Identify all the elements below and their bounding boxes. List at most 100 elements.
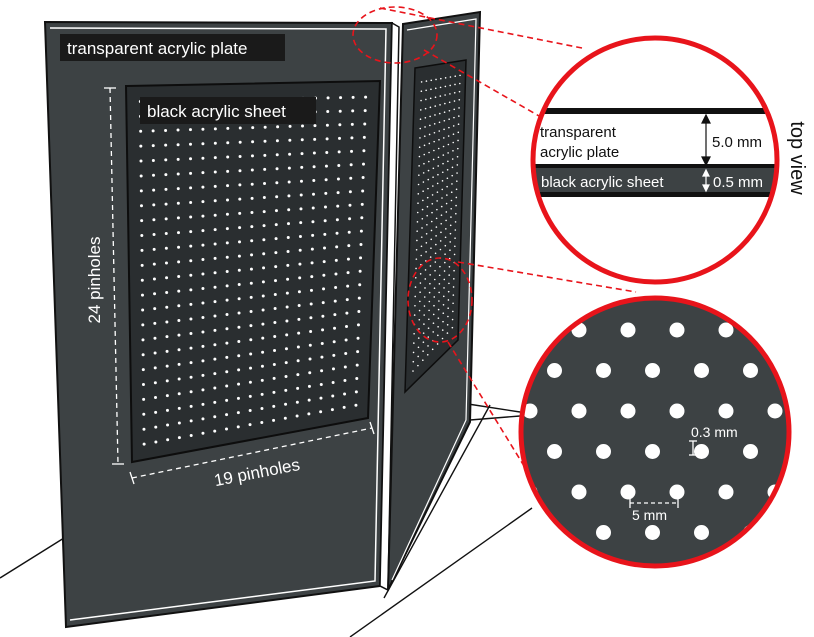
pinhole — [437, 308, 440, 311]
pinhole — [262, 252, 266, 256]
pinhole — [436, 182, 439, 185]
pinhole — [238, 226, 242, 230]
pinhole — [297, 317, 301, 321]
pinhole — [356, 336, 360, 340]
pinhole — [432, 158, 435, 161]
pinhole — [414, 286, 417, 288]
pinhole — [165, 394, 169, 398]
pinhole — [453, 269, 455, 272]
pinhole — [238, 183, 242, 187]
pinhole — [346, 271, 350, 275]
pinhole — [310, 261, 314, 265]
pinhole — [429, 115, 431, 118]
pinhole — [442, 320, 444, 323]
pinhole — [164, 202, 168, 206]
pinhole-zoomed — [596, 363, 611, 378]
pinhole — [446, 169, 449, 171]
pinhole — [420, 81, 423, 83]
pinhole — [322, 287, 326, 291]
pinhole — [422, 172, 425, 174]
pinhole — [237, 382, 241, 386]
pinhole — [326, 96, 330, 100]
pinhole — [139, 129, 143, 133]
pinhole — [201, 214, 205, 218]
pinhole — [426, 196, 429, 199]
pinhole-zoomed — [767, 403, 783, 419]
pinhole-zoomed — [645, 606, 660, 621]
pinhole — [213, 300, 217, 304]
pinhole — [436, 208, 438, 211]
pinhole — [452, 149, 454, 152]
pinhole — [201, 315, 205, 319]
pinhole — [288, 138, 292, 142]
pinhole — [457, 123, 460, 126]
pinhole — [319, 396, 323, 400]
pinhole — [237, 297, 241, 301]
pinhole — [438, 291, 440, 294]
pinhole — [250, 196, 254, 200]
pinhole — [142, 412, 146, 416]
pinhole — [213, 199, 217, 203]
pinhole — [434, 114, 436, 116]
pinhole — [311, 206, 315, 210]
pinhole — [250, 225, 254, 229]
pinhole — [431, 348, 434, 351]
pinhole — [165, 408, 169, 412]
pinhole — [418, 328, 420, 330]
pinhole — [438, 138, 440, 141]
pinhole — [189, 404, 193, 408]
pinhole — [189, 142, 192, 146]
pinhole — [287, 208, 291, 212]
pinhole — [164, 261, 168, 265]
pinhole — [152, 247, 156, 251]
pinhole — [451, 158, 454, 160]
pinhole — [349, 163, 353, 167]
pinhole — [351, 95, 355, 99]
pinhole — [213, 357, 217, 361]
pinhole — [343, 392, 347, 396]
pinhole — [312, 151, 316, 155]
pinhole — [445, 202, 448, 205]
pinhole — [425, 242, 428, 244]
pinhole — [307, 412, 311, 416]
pinhole — [177, 377, 181, 381]
mesh-zoom-circle — [518, 295, 792, 569]
pinhole — [430, 79, 433, 82]
pinhole — [417, 355, 419, 358]
pinhole — [142, 397, 146, 401]
pinhole — [425, 232, 428, 235]
pinhole — [343, 365, 347, 369]
pinhole — [313, 137, 317, 141]
pinhole-zoomed — [620, 322, 636, 338]
pinhole — [261, 336, 265, 340]
pinhole — [424, 126, 426, 128]
pinhole — [449, 249, 451, 252]
pinhole — [176, 187, 180, 191]
side-sheet — [404, 59, 467, 394]
pinhole — [177, 392, 181, 396]
pinhole — [426, 353, 429, 356]
pinhole — [435, 217, 438, 220]
pinhole — [449, 224, 452, 227]
pinhole — [429, 274, 431, 276]
pinhole — [442, 303, 445, 306]
pinhole — [333, 299, 337, 303]
pinhole — [358, 283, 362, 287]
pinhole — [177, 421, 181, 425]
pinhole — [437, 334, 439, 337]
pinhole — [432, 185, 434, 187]
pinhole — [444, 102, 446, 105]
pinhole — [336, 204, 340, 208]
pinhole — [435, 243, 437, 246]
pinhole — [420, 90, 423, 93]
pinhole — [164, 217, 168, 221]
pinhole — [165, 290, 169, 294]
pinhole — [434, 269, 436, 272]
pinhole — [434, 87, 437, 90]
pinhole — [177, 275, 181, 279]
pinhole — [447, 315, 449, 318]
pinhole — [447, 307, 449, 310]
pinhole — [437, 156, 440, 159]
pinhole — [336, 191, 340, 195]
pinhole — [451, 174, 454, 177]
